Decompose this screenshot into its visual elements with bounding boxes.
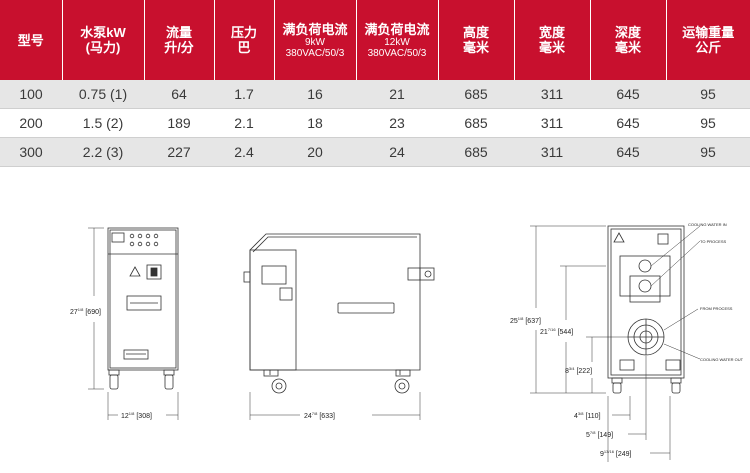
cooling-in-port-icon: [638, 259, 652, 273]
table-row: 100 0.75 (1) 64 1.7 16 21 685 311 645 95: [0, 80, 750, 109]
table-cell: 200: [0, 108, 62, 138]
header-shipping-weight: 运输重量公斤: [666, 0, 750, 80]
callout-to-process: TO PROCESS: [700, 239, 726, 244]
table-cell: 24: [356, 137, 438, 167]
header-depth: 深度毫米: [590, 0, 667, 80]
table-cell: 16: [274, 80, 356, 109]
rear-switch-icon: [657, 233, 669, 245]
rating-plate-icon: [123, 349, 149, 360]
side-view: [243, 233, 435, 420]
header-width: 宽度毫米: [514, 0, 591, 80]
header-model: 型号: [0, 0, 63, 80]
table-cell: 21: [356, 80, 438, 109]
table-cell: 0.75 (1): [62, 80, 144, 109]
table-cell: 645: [590, 108, 666, 138]
front-controls-icon: [129, 233, 159, 247]
rear-warning-icon: [613, 232, 625, 243]
table-cell: 311: [514, 80, 590, 109]
table-row: 200 1.5 (2) 189 2.1 18 23 685 311 645 95: [0, 108, 750, 138]
rear-dim-c: 83/4[222]: [565, 366, 592, 375]
table-cell: 1.7: [214, 80, 274, 109]
caster-icon: [263, 369, 411, 394]
table-cell: 189: [144, 108, 214, 138]
caster-icon: [108, 369, 175, 390]
front-width-dim: 121/8[308]: [121, 411, 152, 420]
table-cell: 2.4: [214, 137, 274, 167]
rear-dim-d: 43/8[110]: [574, 411, 601, 420]
callout-cooling-in: COOLING WATER IN: [688, 222, 727, 227]
header-height: 高度毫米: [438, 0, 515, 80]
table-cell: 311: [514, 137, 590, 167]
header-pump-kw: 水泵kW(马力): [62, 0, 145, 80]
table-cell: 311: [514, 108, 590, 138]
table-cell: 95: [666, 80, 750, 109]
table-cell: 685: [438, 137, 514, 167]
rear-view: [530, 225, 701, 462]
table-cell: 18: [274, 108, 356, 138]
header-pressure: 压力巴: [214, 0, 275, 80]
brand-label-icon: [126, 295, 162, 311]
rear-dim-b: 217/16[544]: [540, 327, 573, 336]
table-cell: 645: [590, 80, 666, 109]
handle-icon: [337, 302, 395, 314]
table-cell: 645: [590, 137, 666, 167]
table-cell: 300: [0, 137, 62, 167]
table-cell: 1.5 (2): [62, 108, 144, 138]
side-depth-dim: 247/8[633]: [304, 411, 335, 420]
rear-dim-e: 57/8[149]: [586, 430, 613, 439]
table-cell: 2.2 (3): [62, 137, 144, 167]
table-cell: 100: [0, 80, 62, 109]
to-process-port-icon: [638, 279, 652, 293]
table-cell: 685: [438, 108, 514, 138]
main-switch-icon: [146, 264, 162, 280]
header-flow: 流量升/分: [144, 0, 215, 80]
table-row: 300 2.2 (3) 227 2.4 20 24 685 311 645 95: [0, 137, 750, 167]
caster-icon: [611, 377, 682, 394]
table-cell: 23: [356, 108, 438, 138]
table-cell: 64: [144, 80, 214, 109]
callout-from-process: FROM PROCESS: [700, 306, 733, 311]
table-cell: 2.1: [214, 108, 274, 138]
callout-cooling-out: COOLING WATER OUT: [700, 357, 744, 362]
front-display-icon: [111, 232, 125, 243]
side-label-icon: [279, 287, 293, 301]
table-cell: 20: [274, 137, 356, 167]
front-view: [88, 227, 179, 420]
table-cell: 95: [666, 137, 750, 167]
table-cell: 227: [144, 137, 214, 167]
dimension-drawings: 271/8[690] 121/8[308] 247/8[633] 251/8[6…: [70, 222, 744, 462]
rear-dim-a: 251/8[637]: [510, 316, 541, 325]
table-cell: 95: [666, 108, 750, 138]
table-cell: 685: [438, 80, 514, 109]
rear-dim-f: 913/16[249]: [600, 449, 632, 458]
front-height-dim: 271/8[690]: [70, 307, 101, 316]
warning-triangle-icon: [129, 266, 141, 277]
side-display-icon: [261, 265, 287, 285]
